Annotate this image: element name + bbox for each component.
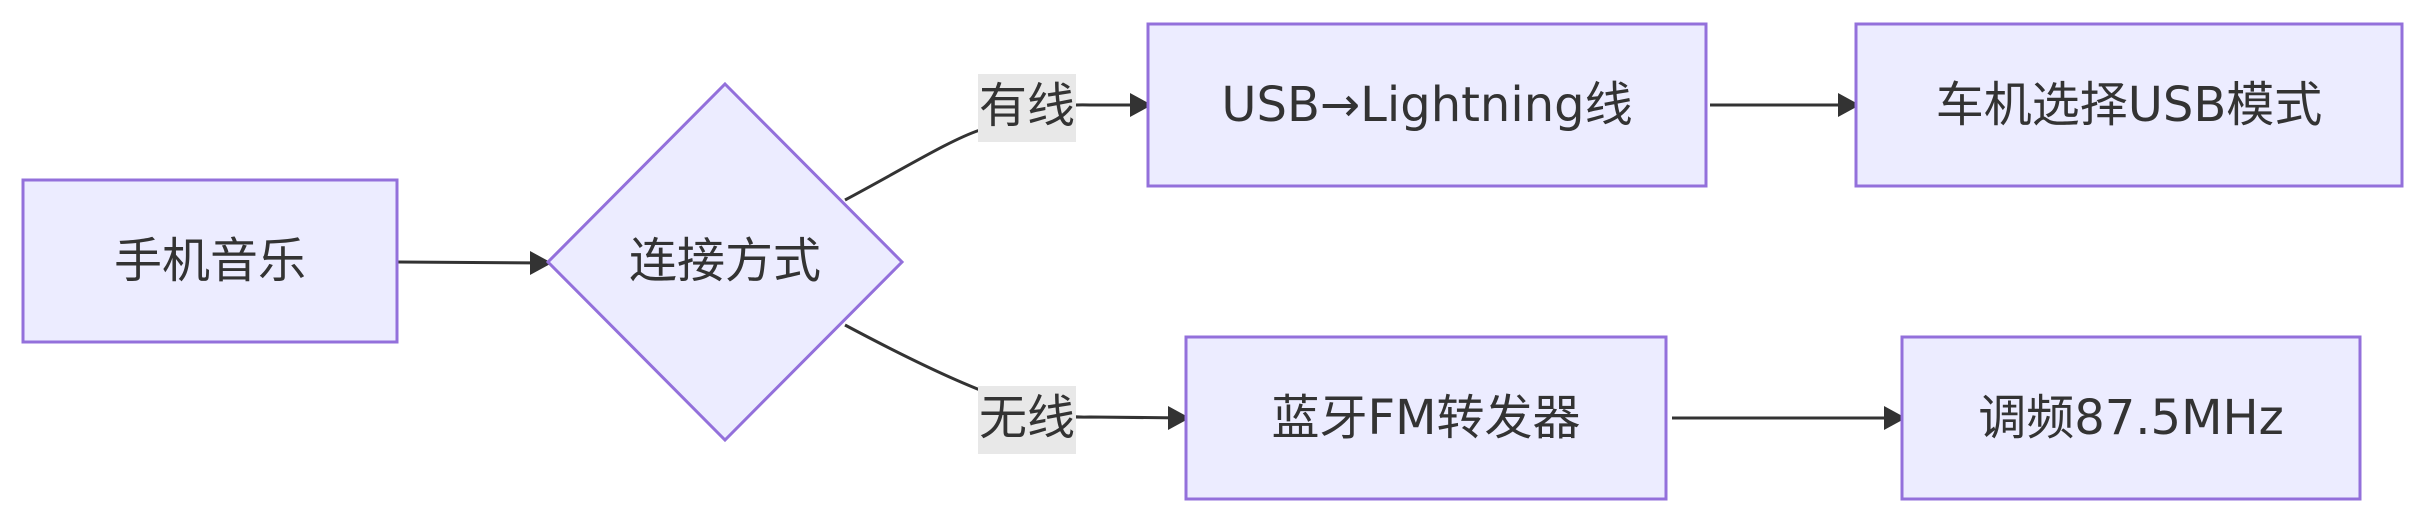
node-car-usb-mode: 车机选择USB模式: [1854, 22, 2404, 188]
node-connection-method: 连接方式: [545, 81, 905, 443]
edge-label-wired: 有线: [978, 74, 1076, 142]
arrowhead-to-car: [1838, 93, 1860, 117]
arrowhead-to-bt: [1168, 406, 1190, 430]
node-fm-frequency: 调频87.5MHz: [1900, 335, 2362, 501]
edge-label-wireless: 无线: [978, 386, 1076, 454]
node-bt-fm-transmitter-label: 蓝牙FM转发器: [1271, 390, 1580, 446]
node-usb-cable-label: USB→Lightning线: [1221, 77, 1632, 133]
node-phone-music: 手机音乐: [21, 178, 399, 344]
arrowhead-to-usb: [1130, 93, 1152, 117]
node-car-usb-mode-label: 车机选择USB模式: [1936, 77, 2323, 133]
node-fm-frequency-label: 调频87.5MHz: [1978, 390, 2284, 446]
edge-label-wireless-text: 无线: [979, 390, 1075, 446]
node-connection-method-label: 连接方式: [629, 233, 821, 289]
edge-phone-to-connection: [397, 258, 549, 267]
edge-label-wired-text: 有线: [979, 78, 1075, 134]
node-usb-cable: USB→Lightning线: [1146, 22, 1708, 188]
arrowhead-to-fm: [1884, 406, 1906, 430]
node-phone-music-label: 手机音乐: [114, 233, 306, 289]
node-bt-fm-transmitter: 蓝牙FM转发器: [1184, 335, 1668, 501]
arrowhead-to-connection: [530, 251, 552, 275]
